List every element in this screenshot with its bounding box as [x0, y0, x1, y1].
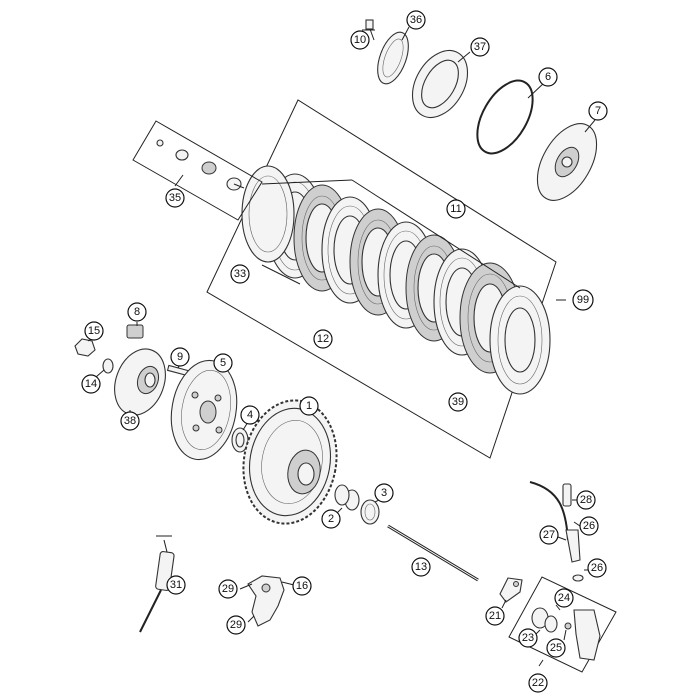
bushing-2 [334, 484, 360, 515]
callout-12[interactable]: 12 [313, 329, 333, 349]
svg-text:3: 3 [381, 487, 387, 499]
callout-1[interactable]: 1 [299, 396, 319, 416]
svg-text:31: 31 [170, 579, 182, 591]
svg-text:4: 4 [247, 409, 253, 421]
callout-11[interactable]: 11 [446, 199, 466, 219]
callout-10[interactable]: 10 [350, 30, 370, 50]
callout-35[interactable]: 35 [165, 188, 185, 208]
callout-24[interactable]: 24 [554, 588, 574, 608]
svg-text:28: 28 [580, 494, 592, 506]
svg-text:33: 33 [234, 268, 246, 280]
bolt-set-35 [132, 120, 263, 221]
svg-text:24: 24 [558, 592, 570, 604]
bracket-16-29 [239, 575, 295, 627]
svg-text:2: 2 [328, 513, 334, 525]
push-rod-13 [387, 524, 479, 582]
svg-text:29: 29 [230, 619, 242, 631]
svg-text:11: 11 [450, 203, 461, 215]
callout-38[interactable]: 38 [120, 411, 140, 431]
svg-text:36: 36 [410, 14, 422, 26]
plate-9-front [489, 285, 551, 395]
callout-13[interactable]: 13 [411, 557, 431, 577]
bracket-21 [499, 577, 523, 609]
callout-16[interactable]: 16 [292, 576, 312, 596]
svg-text:9: 9 [177, 351, 183, 363]
callout-31[interactable]: 31 [166, 575, 186, 595]
svg-text:37: 37 [474, 41, 486, 53]
callout-7[interactable]: 7 [588, 101, 608, 121]
svg-text:39: 39 [452, 396, 464, 408]
callout-14[interactable]: 14 [81, 374, 101, 394]
svg-text:12: 12 [317, 333, 329, 345]
callout-5[interactable]: 5 [213, 353, 233, 373]
callout-25[interactable]: 25 [546, 638, 566, 658]
nut-15 [74, 337, 96, 357]
svg-text:5: 5 [220, 357, 226, 369]
svg-text:99: 99 [577, 294, 589, 306]
washer-14 [95, 358, 114, 378]
washer-4 [231, 421, 249, 453]
bolt-10 [362, 19, 375, 41]
callout-9[interactable]: 9 [170, 347, 190, 367]
callout-23[interactable]: 23 [518, 628, 538, 648]
bearing-36 [377, 26, 410, 85]
clutch-pack-group [206, 99, 566, 459]
plate-33-rear [241, 165, 295, 263]
callout-2[interactable]: 2 [321, 509, 341, 529]
svg-text:27: 27 [543, 529, 555, 541]
callout-36[interactable]: 36 [406, 10, 426, 30]
callout-15[interactable]: 15 [84, 321, 104, 341]
svg-text:14: 14 [85, 378, 97, 390]
clutch-basket-1 [242, 399, 338, 525]
callout-26a[interactable]: 26 [579, 516, 599, 536]
callout-33[interactable]: 33 [230, 264, 250, 284]
svg-text:13: 13 [415, 561, 427, 573]
callout-3[interactable]: 3 [374, 483, 394, 503]
needle-bearing-3 [360, 497, 384, 525]
callout-6[interactable]: 6 [538, 67, 558, 87]
clutch-plates-stack [241, 165, 551, 395]
callout-8[interactable]: 8 [127, 302, 147, 322]
svg-text:38: 38 [124, 415, 136, 427]
svg-text:29: 29 [222, 583, 234, 595]
svg-text:35: 35 [169, 192, 181, 204]
svg-text:26: 26 [591, 562, 603, 574]
inner-hub-38 [114, 348, 166, 416]
ring-6 [476, 79, 546, 155]
damper-8 [126, 322, 144, 339]
callout-22[interactable]: 22 [528, 673, 548, 693]
washer-37 [411, 50, 471, 118]
svg-text:10: 10 [354, 34, 366, 46]
svg-text:26: 26 [583, 520, 595, 532]
callout-4[interactable]: 4 [240, 405, 260, 425]
callout-26b[interactable]: 26 [587, 558, 607, 578]
svg-text:21: 21 [489, 610, 501, 622]
svg-text:8: 8 [134, 306, 140, 318]
callout-21[interactable]: 21 [485, 606, 505, 626]
svg-text:1: 1 [306, 400, 312, 412]
svg-text:15: 15 [88, 325, 100, 337]
svg-text:23: 23 [522, 632, 534, 644]
callout-37[interactable]: 37 [470, 37, 490, 57]
svg-text:22: 22 [532, 677, 544, 689]
svg-text:25: 25 [550, 642, 562, 654]
svg-text:16: 16 [296, 580, 308, 592]
callout-99[interactable]: 99 [572, 289, 594, 311]
callout-28[interactable]: 28 [576, 490, 596, 510]
hose-assembly [529, 481, 590, 582]
svg-text:7: 7 [595, 105, 601, 117]
callout-29a[interactable]: 29 [218, 579, 238, 599]
callout-29b[interactable]: 29 [226, 615, 246, 635]
svg-text:6: 6 [545, 71, 551, 83]
callout-27[interactable]: 27 [539, 525, 559, 545]
slave-cylinder-22 [508, 576, 617, 673]
callout-39[interactable]: 39 [448, 392, 468, 412]
pressure-plate-7 [536, 119, 598, 201]
